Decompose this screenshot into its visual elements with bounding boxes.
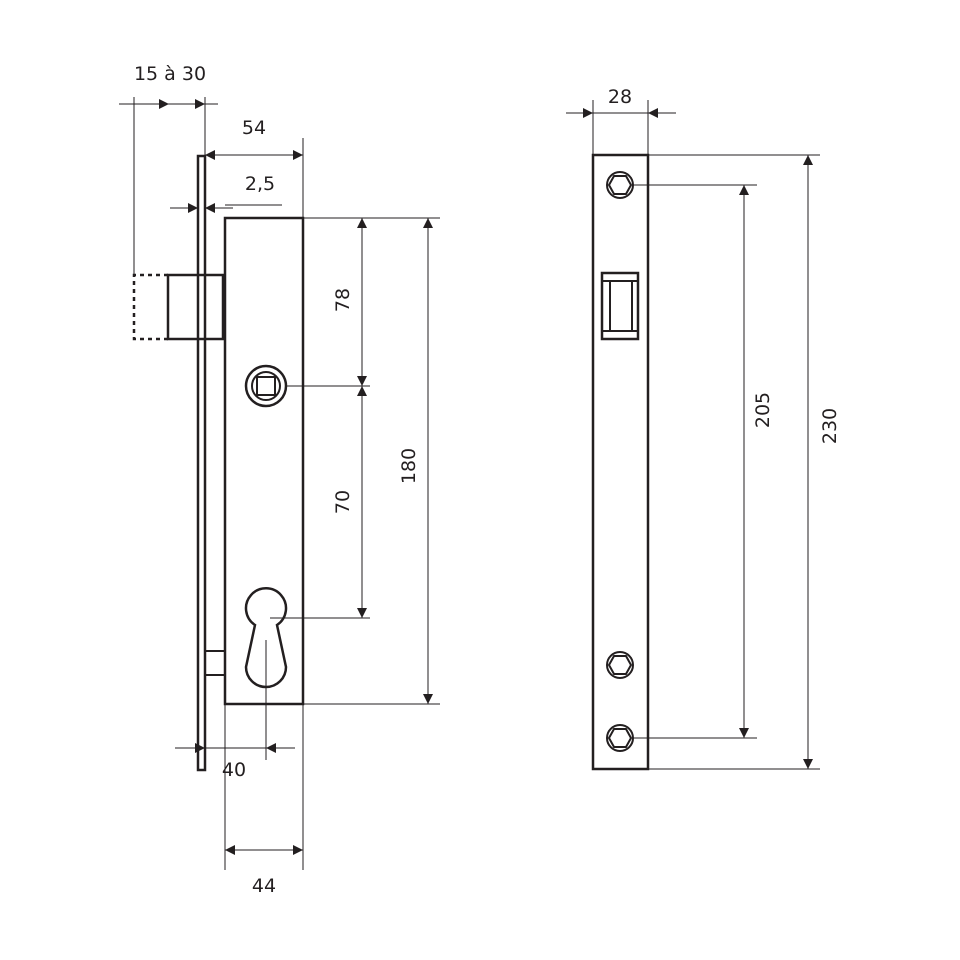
label-backset: 40 bbox=[222, 759, 246, 781]
label-strike-width: 28 bbox=[608, 86, 632, 108]
latch-extended-outline bbox=[132, 273, 168, 341]
strike-latch-opening bbox=[600, 271, 640, 341]
label-strike-height: 230 bbox=[819, 408, 841, 444]
dimension-lines bbox=[119, 99, 433, 855]
screw-hole-middle bbox=[606, 651, 634, 679]
label-strike-hole-spacing: 205 bbox=[752, 392, 774, 428]
strike-dimension-lines bbox=[566, 108, 813, 769]
latch-bolt bbox=[166, 273, 225, 341]
mortise-lock-view bbox=[119, 97, 440, 870]
label-case-width: 44 bbox=[252, 875, 276, 897]
label-upper-spacing: 78 bbox=[332, 288, 354, 312]
screw-hole-bottom bbox=[606, 724, 634, 752]
front-plate bbox=[196, 154, 207, 772]
screw-hole-top bbox=[606, 171, 634, 199]
extension-lines bbox=[133, 97, 440, 870]
label-latch-throw: 15 à 30 bbox=[134, 63, 206, 85]
label-lower-spacing: 70 bbox=[332, 490, 354, 514]
spindle-hole bbox=[244, 364, 288, 408]
label-faceplate-thickness: 2,5 bbox=[245, 173, 275, 195]
cylinder-cutout bbox=[244, 587, 288, 689]
strike-plate bbox=[591, 153, 650, 771]
lock-case bbox=[223, 216, 305, 706]
label-case-depth: 54 bbox=[242, 117, 266, 139]
strike-extension-lines bbox=[592, 100, 820, 770]
dimension-labels: 15 à 30 54 2,5 78 70 180 40 44 28 205 23… bbox=[134, 63, 841, 897]
label-case-height: 180 bbox=[398, 448, 420, 484]
strike-plate-view bbox=[566, 100, 820, 771]
dead-latch-stub bbox=[204, 650, 226, 676]
